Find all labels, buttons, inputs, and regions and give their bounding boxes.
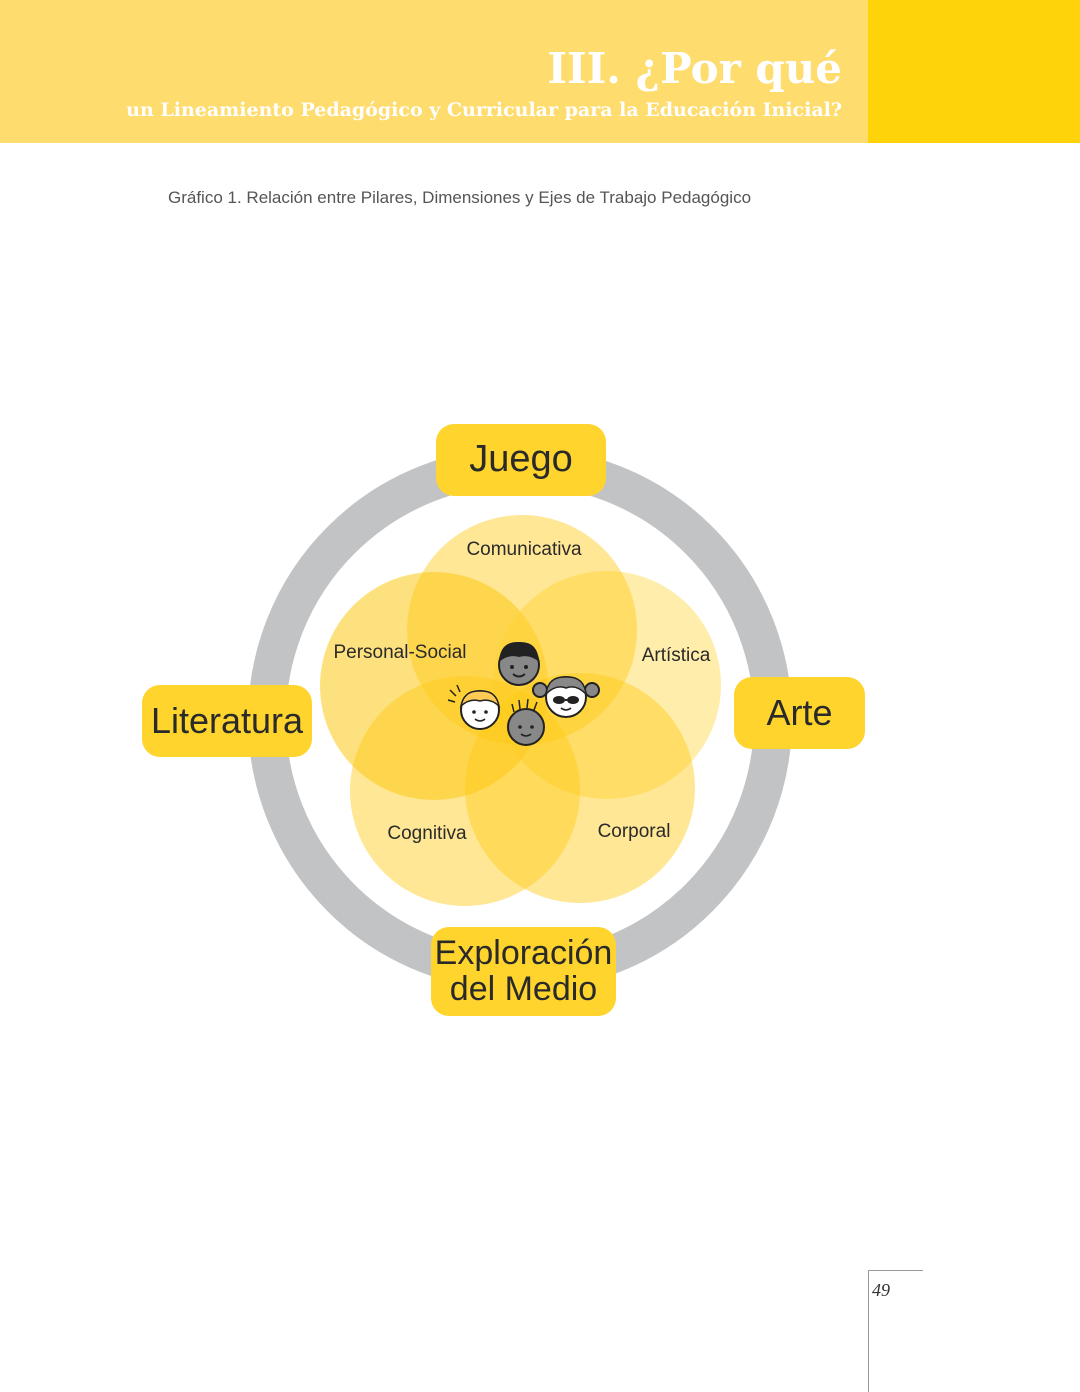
dimension-label-cognitiva: Cognitiva xyxy=(387,823,467,844)
page-number: 49 xyxy=(872,1280,890,1300)
banner-accent-block xyxy=(868,0,1080,143)
pillar-arte: Arte xyxy=(734,677,865,749)
footer-rule-vertical xyxy=(868,1270,869,1392)
pillar-exploracion-del-medio: Exploración del Medio xyxy=(431,927,616,1016)
pillar-literatura: Literatura xyxy=(142,685,312,757)
chapter-banner xyxy=(0,0,868,143)
pillar-literatura-label: Literatura xyxy=(150,700,304,742)
pillar-arte-label: Arte xyxy=(766,692,833,734)
girl-face-icon xyxy=(532,676,600,718)
pillar-juego: Juego xyxy=(436,424,606,496)
small-child-face-icon xyxy=(507,698,545,746)
blond-boy-face-icon xyxy=(447,684,501,730)
pillar-juego-label: Juego xyxy=(469,438,573,481)
boy-face-icon xyxy=(498,641,540,686)
pillar-exploracion-line1: Exploración xyxy=(434,933,613,972)
dimension-label-personal-social: Personal-Social xyxy=(333,642,467,663)
chapter-subtitle: un Lineamiento Pedagógico y Curricular p… xyxy=(126,99,842,121)
footer-rule-horizontal xyxy=(868,1270,923,1271)
chapter-title: III. ¿Por qué xyxy=(547,44,842,93)
children-faces-icon xyxy=(447,641,600,746)
figure-caption: Gráfico 1. Relación entre Pilares, Dimen… xyxy=(168,188,752,207)
dimension-circle-artistica xyxy=(493,571,721,799)
dimension-circle-personal-social xyxy=(320,572,548,800)
dimension-label-comunicativa: Comunicativa xyxy=(466,539,582,560)
dimension-label-corporal: Corporal xyxy=(597,821,671,842)
pillar-exploracion-line2: del Medio xyxy=(449,969,598,1008)
dimension-label-artistica: Artística xyxy=(641,645,711,666)
